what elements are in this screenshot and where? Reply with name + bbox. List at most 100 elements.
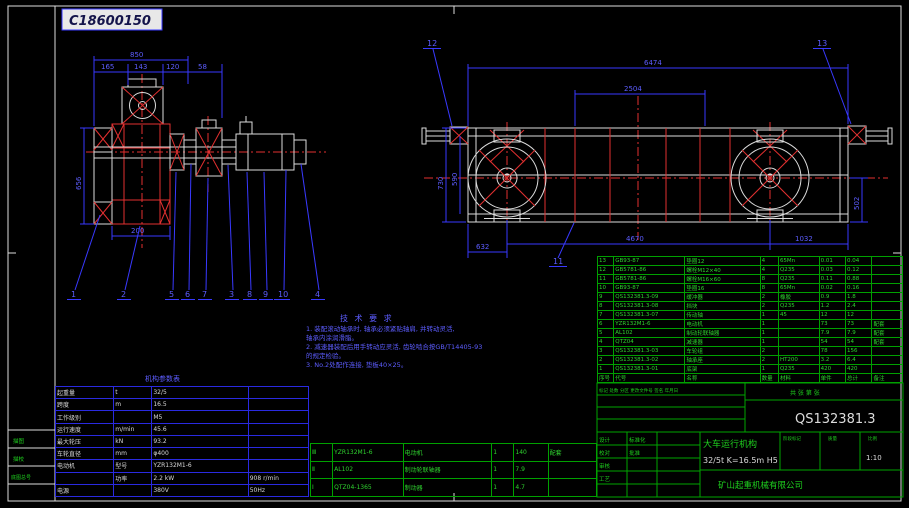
table-cell: GB93-87	[613, 256, 686, 266]
leader-5: 5	[169, 290, 174, 299]
right-view: 6474 2504 730 590 502 632 4670 1032	[421, 39, 893, 267]
top-bearing-housing	[121, 78, 164, 125]
leader-1: 1	[71, 290, 76, 299]
table-row: 序号 代号 名称 数量 材料 单件 总计 备注	[596, 373, 903, 383]
sign-review: 审核	[599, 462, 611, 470]
leader-11: 11	[553, 257, 563, 266]
table-cell: 0.16	[845, 283, 873, 293]
table-cell: 0.9	[818, 292, 847, 302]
dim-632: 632	[476, 243, 489, 251]
table-cell	[871, 256, 903, 266]
drawing-number: QS132381.3	[795, 412, 876, 427]
table-cell: 跨度	[54, 398, 115, 412]
coupling-and-brake	[169, 116, 307, 177]
left-view-dimensions: 850 165 143 120 58 656 200	[75, 51, 223, 240]
table-cell: 4	[759, 256, 779, 266]
table-cell	[871, 265, 903, 275]
leader-12: 12	[427, 39, 437, 48]
table-cell: 配套	[871, 337, 903, 347]
table-cell: 4.7	[513, 478, 549, 497]
table-cell: QS132381.3-01	[613, 364, 686, 374]
table-cell: 45.6	[151, 422, 249, 436]
table-cell: m	[113, 398, 153, 412]
table-cell: QS132381.3-09	[613, 292, 686, 302]
table-cell: 车轮直径	[54, 447, 115, 461]
table-cell: 8	[596, 301, 615, 311]
table-cell: 1	[759, 310, 779, 320]
table-cell	[871, 274, 903, 284]
dim-850: 850	[130, 51, 143, 59]
table-cell: 制动器	[402, 478, 493, 497]
table-cell: 8	[759, 283, 779, 293]
table-cell: Q235	[777, 364, 820, 374]
table-cell: 2	[759, 301, 779, 311]
table-cell: QS132381.3-07	[613, 310, 686, 320]
table-cell	[547, 460, 598, 480]
table-cell: 螺栓M16×60	[684, 274, 761, 284]
table-cell: 1	[759, 364, 779, 374]
dim-6474: 6474	[644, 59, 662, 67]
table-cell: 32/5	[151, 385, 249, 400]
dim-502: 502	[853, 197, 861, 210]
drawing-spec: 32/5t K=16.5m H5	[703, 456, 778, 465]
dim-730: 730	[437, 177, 445, 190]
table-cell: 1	[491, 460, 515, 480]
wheel-section	[93, 127, 113, 225]
table-cell: 54	[818, 337, 847, 347]
table-cell: 型号	[113, 459, 153, 473]
header-cell: 总计	[845, 373, 873, 383]
table-cell: 1	[596, 364, 615, 374]
wheel-right	[730, 129, 810, 223]
table-cell: GB5781-86	[613, 265, 686, 275]
table-cell: 功率	[113, 471, 153, 485]
table-cell: 起重量	[54, 385, 115, 400]
leader-2: 2	[121, 290, 126, 299]
dim-165: 165	[101, 63, 114, 71]
right-view-dimensions: 6474 2504 730 590 502 632 4670 1032	[437, 59, 868, 258]
table-cell: 7.9	[818, 328, 847, 338]
table-cell: 380V	[151, 483, 249, 498]
leader-10: 10	[278, 290, 288, 299]
leader-6: 6	[185, 290, 190, 299]
dim-656: 656	[75, 176, 83, 190]
table-cell: 7	[596, 310, 615, 320]
drawing-title: 大车运行机构	[703, 438, 757, 450]
table-cell: 0.01	[818, 256, 847, 266]
table-cell: 54	[845, 337, 873, 347]
header-cell: 备注	[871, 373, 903, 383]
table-cell	[777, 319, 820, 329]
table-cell: kN	[113, 434, 153, 449]
table-cell: M5	[151, 410, 249, 424]
right-view-leaders: 12 13 11	[423, 39, 852, 267]
leader-7: 7	[202, 290, 207, 299]
table-cell: 1	[491, 478, 515, 497]
table-cell: 65Mn	[777, 283, 820, 293]
company-name: 矿山起重机械有限公司	[718, 480, 803, 491]
dim-200: 200	[131, 227, 144, 235]
table-cell	[54, 471, 115, 485]
table-cell	[247, 434, 310, 449]
table-cell	[113, 410, 153, 424]
table-cell: 电源	[54, 483, 115, 498]
header-cell: 序号	[596, 373, 615, 383]
table-cell: 93.2	[151, 434, 249, 449]
trace-label-2: 描校	[13, 455, 25, 463]
